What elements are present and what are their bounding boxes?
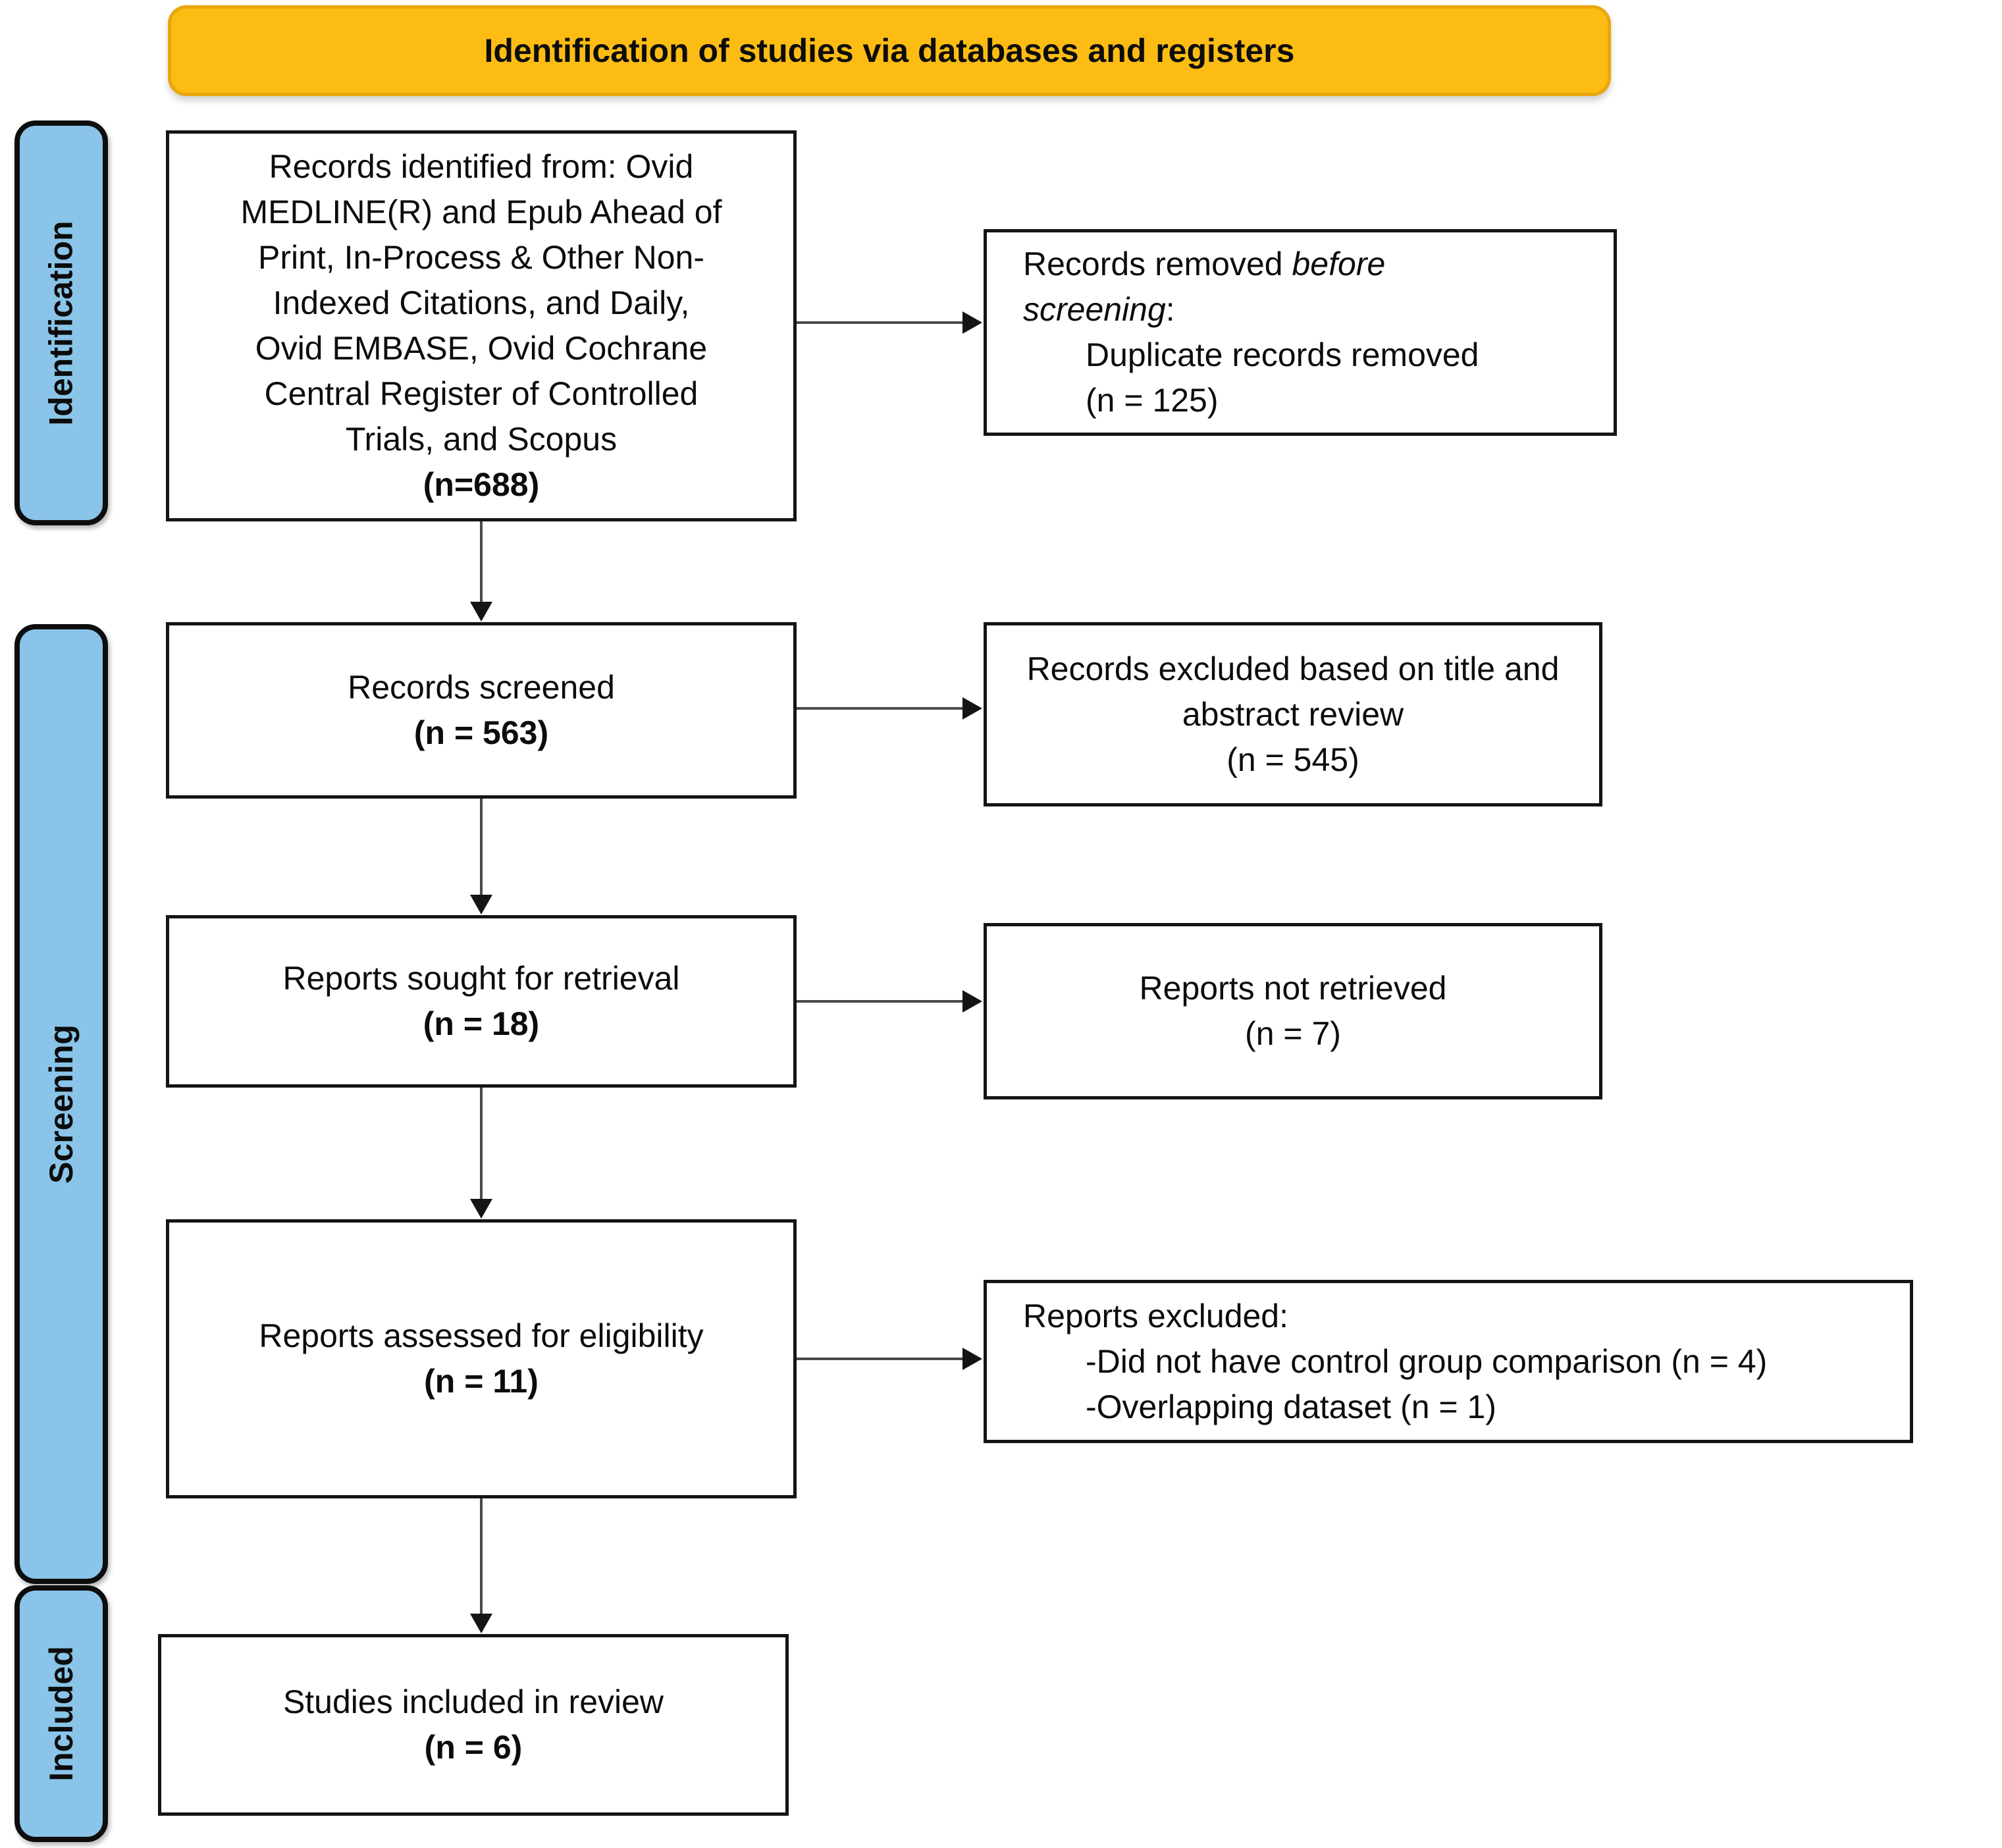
box-reports-not-retrieved: Reports not retrieved (n = 7) (984, 923, 1602, 1099)
arrow-sought-to-notretrieved-line (797, 1000, 964, 1003)
box-records-identified: Records identified from: Ovid MEDLINE(R)… (166, 130, 797, 521)
arrow-sought-to-assessed-line (480, 1088, 483, 1200)
count-label: (n = 563) (413, 714, 549, 751)
box-line: Reports excluded: (1023, 1297, 1289, 1334)
arrow-screened-to-excluded-head (962, 697, 982, 720)
box-line: MEDLINE(R) and Epub Ahead of (240, 194, 722, 230)
count-label: (n = 7) (1245, 1015, 1341, 1052)
count-label: (n = 6) (424, 1729, 523, 1766)
box-line: Reports sought for retrieval (282, 960, 680, 997)
box-records-screened: Records screened (n = 563) (166, 622, 797, 799)
box-line: Reports not retrieved (1139, 970, 1447, 1007)
arrow-identified-to-screened-line (480, 521, 483, 603)
box-records-excluded-title-abstract: Records excluded based on title and abst… (984, 622, 1602, 806)
arrow-assessed-to-excluded-head (962, 1348, 982, 1370)
arrow-identified-to-removed-head (962, 311, 982, 334)
count-label: (n = 11) (424, 1363, 539, 1400)
banner: Identification of studies via databases … (168, 5, 1611, 96)
arrow-screened-to-sought-head (470, 895, 492, 914)
box-text: Records removed (1023, 246, 1292, 282)
arrow-assessed-to-excluded-line (797, 1358, 964, 1360)
box-sub-item: Duplicate records removed (1086, 336, 1479, 373)
arrow-screened-to-sought-line (480, 799, 483, 896)
box-sub-item: -Did not have control group comparison (… (1086, 1342, 1768, 1380)
box-text-italic: before (1292, 246, 1386, 282)
stage-label-included: Included (14, 1585, 108, 1842)
box-records-removed-before-screening: Records removed before screening: Duplic… (984, 229, 1617, 436)
arrow-assessed-to-included-head (470, 1614, 492, 1633)
box-line: Records screened (348, 669, 615, 706)
stage-label-text: Included (43, 1646, 80, 1782)
box-studies-included: Studies included in review (n = 6) (158, 1634, 789, 1816)
box-text: : (1165, 291, 1175, 328)
banner-title: Identification of studies via databases … (484, 32, 1295, 69)
box-line: screening: (1023, 287, 1175, 332)
box-reports-excluded: Reports excluded: -Did not have control … (984, 1280, 1913, 1443)
stage-label-text: Identification (43, 220, 80, 426)
box-line: Studies included in review (282, 1683, 664, 1720)
stage-label-screening: Screening (14, 624, 108, 1584)
arrow-identified-to-removed-line (797, 321, 964, 324)
box-line: Ovid EMBASE, Ovid Cochrane (255, 330, 708, 367)
count-label: (n = 545) (1226, 741, 1359, 778)
arrow-sought-to-notretrieved-head (962, 990, 982, 1013)
count-label: (n = 125) (1086, 382, 1219, 419)
box-reports-assessed: Reports assessed for eligibility (n = 11… (166, 1219, 797, 1498)
stage-label-text: Screening (43, 1024, 80, 1184)
box-line: Indexed Citations, and Daily, (273, 284, 690, 321)
box-line: Records identified from: Ovid (269, 148, 694, 185)
box-line: Records excluded based on title and abst… (1026, 650, 1560, 733)
box-line: Trials, and Scopus (345, 421, 618, 458)
box-sub-item: -Overlapping dataset (n = 1) (1086, 1388, 1496, 1425)
arrow-sought-to-assessed-head (470, 1199, 492, 1219)
arrow-identified-to-screened-head (470, 602, 492, 621)
box-line: Central Register of Controlled (264, 375, 698, 412)
arrow-screened-to-excluded-line (797, 707, 964, 710)
box-reports-sought: Reports sought for retrieval (n = 18) (166, 915, 797, 1088)
box-line: Reports assessed for eligibility (259, 1317, 704, 1354)
count-label: (n = 18) (423, 1005, 540, 1042)
box-line: Records removed before (1023, 242, 1385, 287)
box-line: Print, In-Process & Other Non- (257, 239, 704, 276)
arrow-assessed-to-included-line (480, 1498, 483, 1615)
box-text-italic: screening (1023, 291, 1166, 328)
count-label: (n=688) (423, 466, 540, 503)
stage-label-identification: Identification (14, 120, 108, 525)
